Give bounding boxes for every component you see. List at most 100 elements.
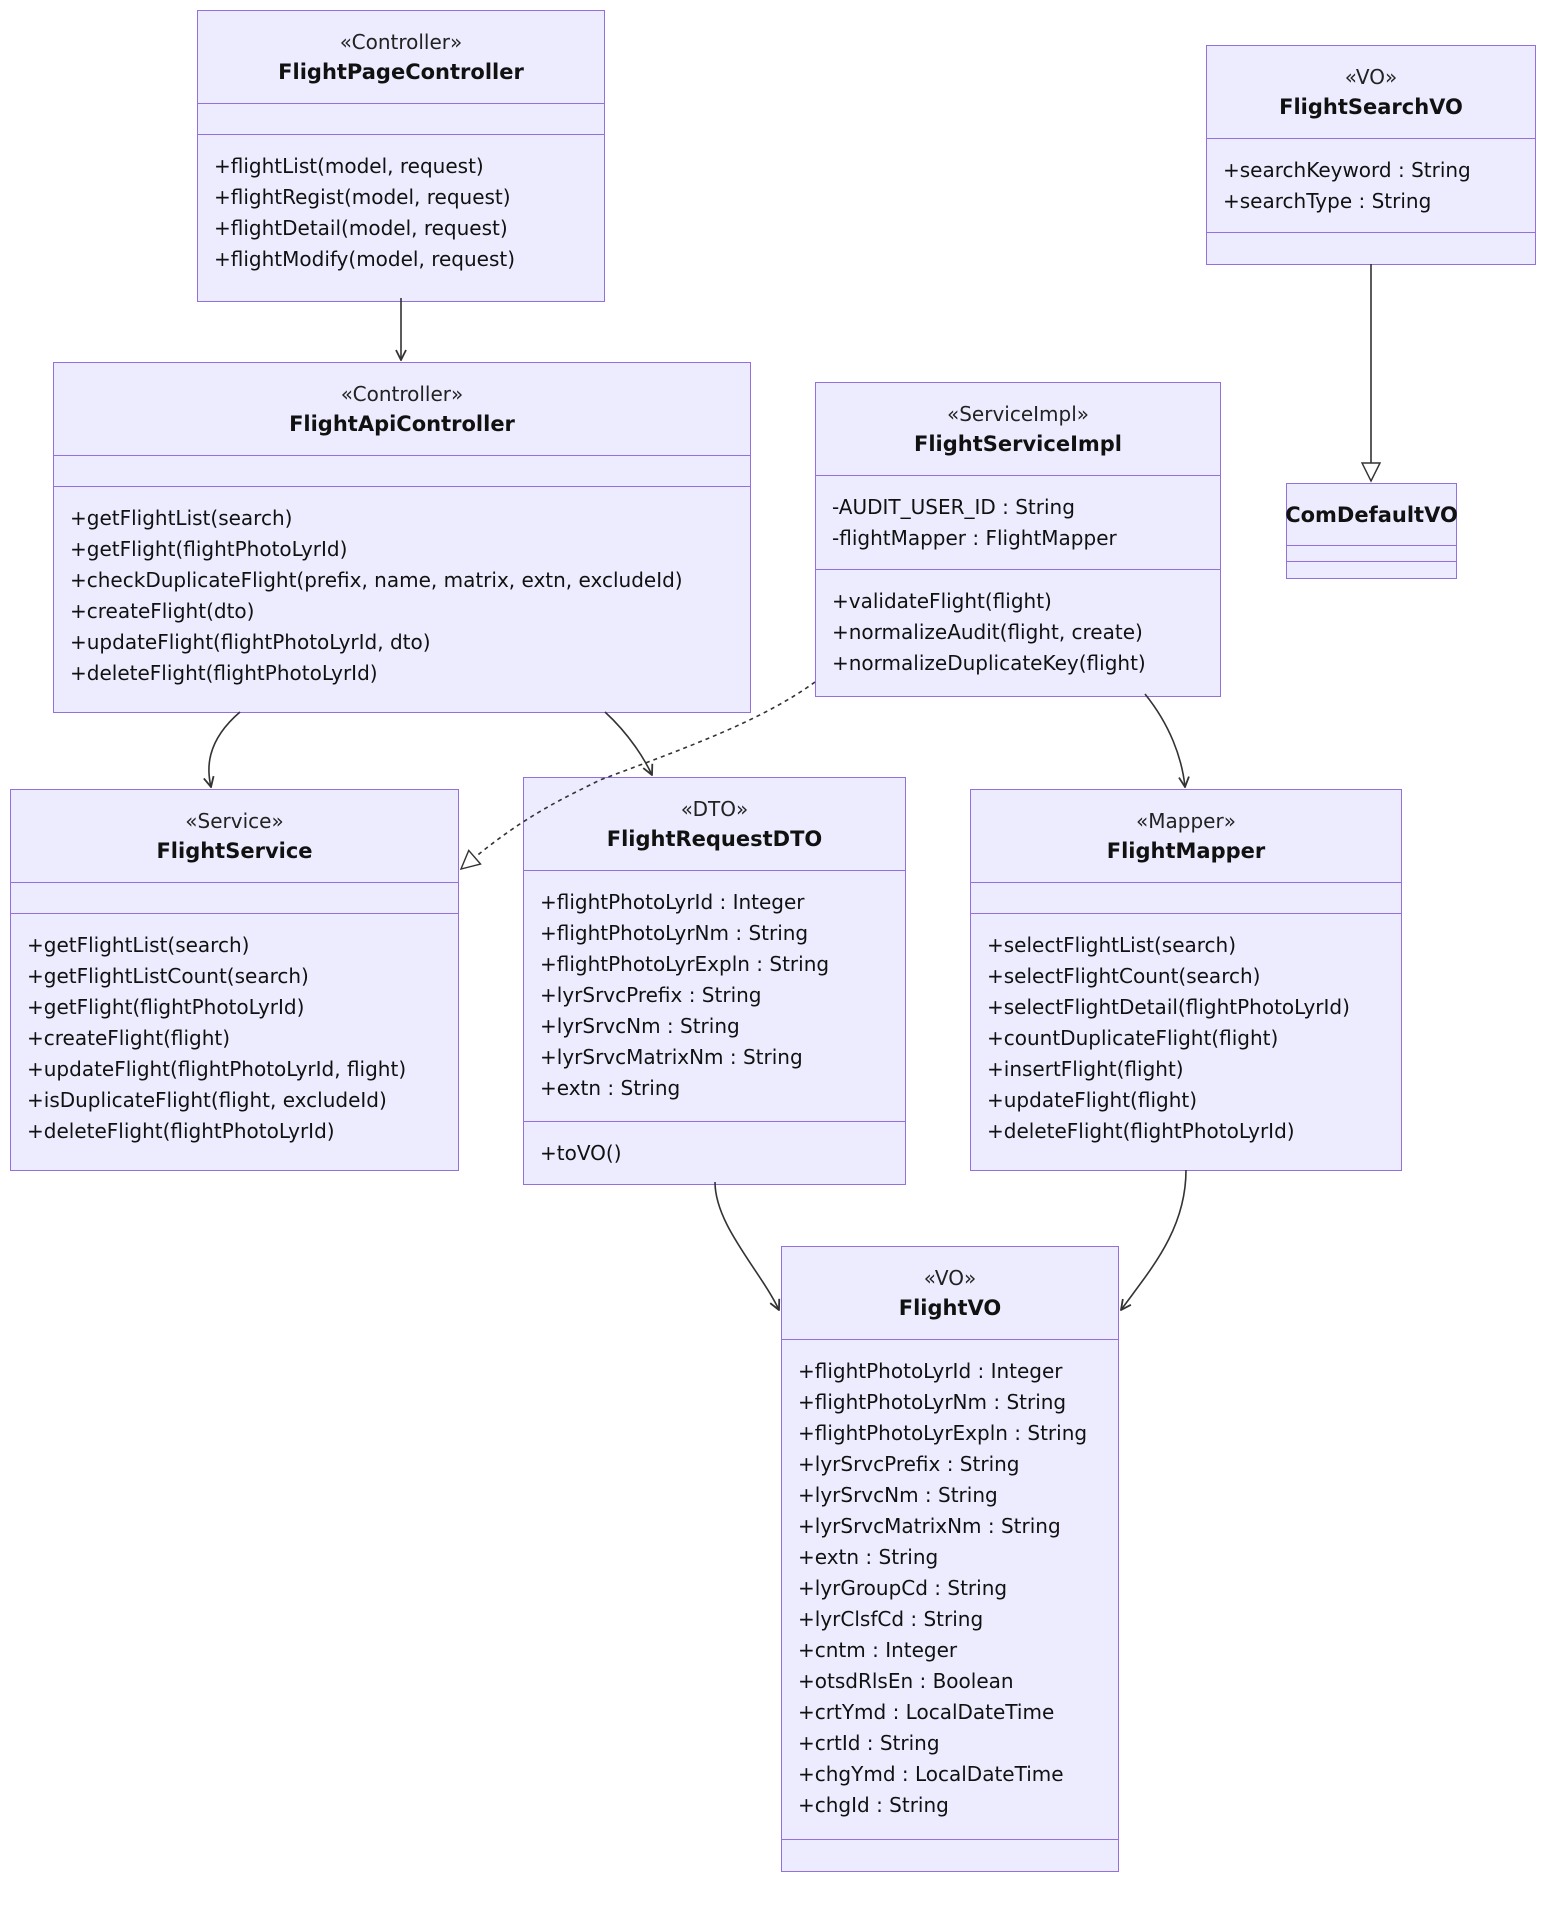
- method-line: +countDuplicateFlight(flight): [987, 1026, 1279, 1050]
- class-box-flight-vo: «VO»FlightVO+flightPhotoLyrId : Integer+…: [781, 1246, 1119, 1872]
- attribute-line: -AUDIT_USER_ID : String: [832, 495, 1075, 519]
- class-header: «ServiceImpl» FlightServiceImpl: [816, 383, 1220, 476]
- method-line: +getFlightList(search): [27, 933, 250, 957]
- attribute-line: +flightPhotoLyrExpln : String: [798, 1421, 1088, 1445]
- class-methods: +flightList(model, request)+flightRegist…: [198, 135, 604, 301]
- class-attributes: [1287, 546, 1456, 562]
- class-methods: +getFlightList(search) +getFlight(flightP…: [54, 487, 750, 712]
- class-stereotype: «Controller»: [339, 30, 463, 54]
- attribute-line: +flightPhotoLyrExpln : String: [540, 952, 830, 976]
- class-attributes: [198, 104, 604, 135]
- class-header: «Controller» FlightApiController: [54, 363, 750, 456]
- class-box-flight-service-impl: «ServiceImpl» FlightServiceImpl -AUDIT_USE…: [815, 382, 1221, 697]
- class-box-flight-search-vo: «VO» FlightSearchVO +searchKeyword : Strin…: [1206, 45, 1536, 265]
- attribute-line: +searchType : String: [1223, 189, 1432, 213]
- class-name: FlightRequestDTO: [606, 827, 823, 851]
- edge-requestdto-flightvo: [714, 1181, 779, 1310]
- attribute-line: +crtId : String: [798, 1731, 940, 1755]
- attribute-line: +lyrGroupCd : String: [798, 1576, 1008, 1600]
- attribute-line: +extn : String: [540, 1076, 681, 1100]
- attribute-line: +extn : String: [798, 1545, 939, 1569]
- method-line: +normalizeDuplicateKey(flight): [832, 651, 1146, 675]
- attribute-line: +chgYmd : LocalDateTime: [798, 1762, 1064, 1786]
- method-line: +getFlightList(search): [70, 506, 293, 530]
- class-name: FlightMapper: [1106, 839, 1266, 863]
- method-line: +checkDuplicateFlight(prefix, name, matr…: [70, 568, 683, 592]
- method-line: +getFlightListCount(search): [27, 964, 309, 988]
- edge-serviceimpl-service: [459, 681, 816, 871]
- method-line: +deleteFlight(flightPhotoLyrId): [27, 1119, 335, 1143]
- attribute-line: +chgId : String: [798, 1793, 949, 1817]
- method-line: +updateFlight(flightPhotoLyrId, flight): [27, 1057, 407, 1081]
- attribute-line: +otsdRlsEn : Boolean: [798, 1669, 1014, 1693]
- attribute-line: +flightPhotoLyrNm : String: [798, 1390, 1067, 1414]
- method-line: +deleteFlight(flightPhotoLyrId): [70, 661, 378, 685]
- class-attributes: +flightPhotoLyrId : Integer +flightPhotoL…: [782, 1340, 1118, 1840]
- method-line: +selectFlightDetail(flightPhotoLyrId): [987, 995, 1350, 1019]
- attribute-line: -flightMapper : FlightMapper: [832, 526, 1117, 550]
- class-attributes: [11, 883, 458, 914]
- attribute-line: +flightPhotoLyrId : Integer: [540, 890, 805, 914]
- class-header: «DTO» FlightRequestDTO: [524, 778, 905, 871]
- attribute-line: +flightPhotoLyrNm : String: [540, 921, 809, 945]
- class-box-com-default-vo: ComDefaultVO: [1285, 483, 1458, 579]
- method-line: +validateFlight(flight): [832, 589, 1052, 613]
- attribute-line: +lyrSrvcPrefix : String: [798, 1452, 1020, 1476]
- class-methods: +toVO(): [524, 1122, 905, 1184]
- method-line: +getFlight(flightPhotoLyrId): [70, 537, 348, 561]
- class-stereotype: «VO»: [923, 1266, 977, 1290]
- class-box-flight-service: «Service» FlightService +getFlightList(sea…: [10, 789, 459, 1171]
- class-box-flight-mapper: «Mapper» FlightMapper +selectFlightList(se…: [970, 789, 1402, 1171]
- class-attributes: +searchKeyword : String +searchType : Str…: [1207, 139, 1535, 233]
- attribute-line: +searchKeyword : String: [1223, 158, 1471, 182]
- edge-apicontroller-service: [209, 711, 241, 787]
- class-attributes: -AUDIT_USER_ID : String -flightMapper : F…: [816, 476, 1220, 570]
- method-line: +deleteFlight(flightPhotoLyrId): [987, 1119, 1295, 1143]
- class-methods: +selectFlightList(search)+selectFlightCo…: [971, 914, 1401, 1170]
- method-line: +toVO(): [540, 1141, 622, 1165]
- class-stereotype: «DTO»: [680, 797, 749, 821]
- class-stereotype: «VO»: [1344, 65, 1398, 89]
- class-box-flight-api-controller: «Controller» FlightApiController +getFligh…: [53, 362, 751, 713]
- attribute-line: +lyrSrvcPrefix : String: [540, 983, 762, 1007]
- edge-mapper-flightvo: [1121, 1169, 1187, 1310]
- method-line: +updateFlight(flight): [987, 1088, 1198, 1112]
- class-attributes: [54, 456, 750, 487]
- class-methods: +getFlightList(search) +getFlightListCoun…: [11, 914, 458, 1170]
- class-stereotype: «Controller»: [340, 382, 464, 406]
- method-line: +flightList(model, request): [214, 154, 484, 178]
- method-line: +flightModify(model, request): [214, 247, 516, 271]
- class-box-flight-request-dto: «DTO» FlightRequestDTO +flightPhotoLyrId :…: [523, 777, 906, 1185]
- class-name: FlightVO: [898, 1296, 1002, 1320]
- class-stereotype: «Mapper»: [1136, 809, 1236, 833]
- class-name: FlightPageController: [278, 60, 524, 84]
- attribute-line: +cntm : Integer: [798, 1638, 958, 1662]
- class-attributes: +flightPhotoLyrId : Integer +flightPhotoL…: [524, 871, 905, 1122]
- method-line: +selectFlightCount(search): [987, 964, 1261, 988]
- attribute-line: +crtYmd : LocalDateTime: [798, 1700, 1055, 1724]
- method-line: +getFlight(flightPhotoLyrId): [27, 995, 305, 1019]
- class-stereotype: «Service»: [185, 809, 284, 833]
- class-name: FlightSearchVO: [1279, 95, 1463, 119]
- method-line: +createFlight(dto): [70, 599, 255, 623]
- class-name: FlightApiController: [289, 412, 515, 436]
- class-name: FlightServiceImpl: [914, 432, 1122, 456]
- class-attributes: [971, 883, 1401, 914]
- method-line: +createFlight(flight): [27, 1026, 231, 1050]
- attribute-line: +lyrClsfCd : String: [798, 1607, 984, 1631]
- class-header: ComDefaultVO: [1285, 484, 1458, 546]
- method-line: +updateFlight(flightPhotoLyrId, dto): [70, 630, 431, 654]
- attribute-line: +lyrSrvcNm : String: [798, 1483, 998, 1507]
- attribute-line: +lyrSrvcMatrixNm : String: [798, 1514, 1061, 1538]
- class-box-flight-page-controller: «Controller» FlightPageController +flightL…: [197, 10, 605, 302]
- method-line: +insertFlight(flight): [987, 1057, 1184, 1081]
- class-header: «Service» FlightService: [11, 790, 458, 883]
- class-header: «VO» FlightSearchVO: [1207, 46, 1535, 139]
- class-header: «Controller» FlightPageController: [198, 11, 604, 104]
- class-name: FlightService: [156, 839, 313, 863]
- class-stereotype: «ServiceImpl»: [946, 402, 1090, 426]
- class-header: «VO» FlightVO: [782, 1247, 1118, 1340]
- attribute-line: +flightPhotoLyrId : Integer: [798, 1359, 1063, 1383]
